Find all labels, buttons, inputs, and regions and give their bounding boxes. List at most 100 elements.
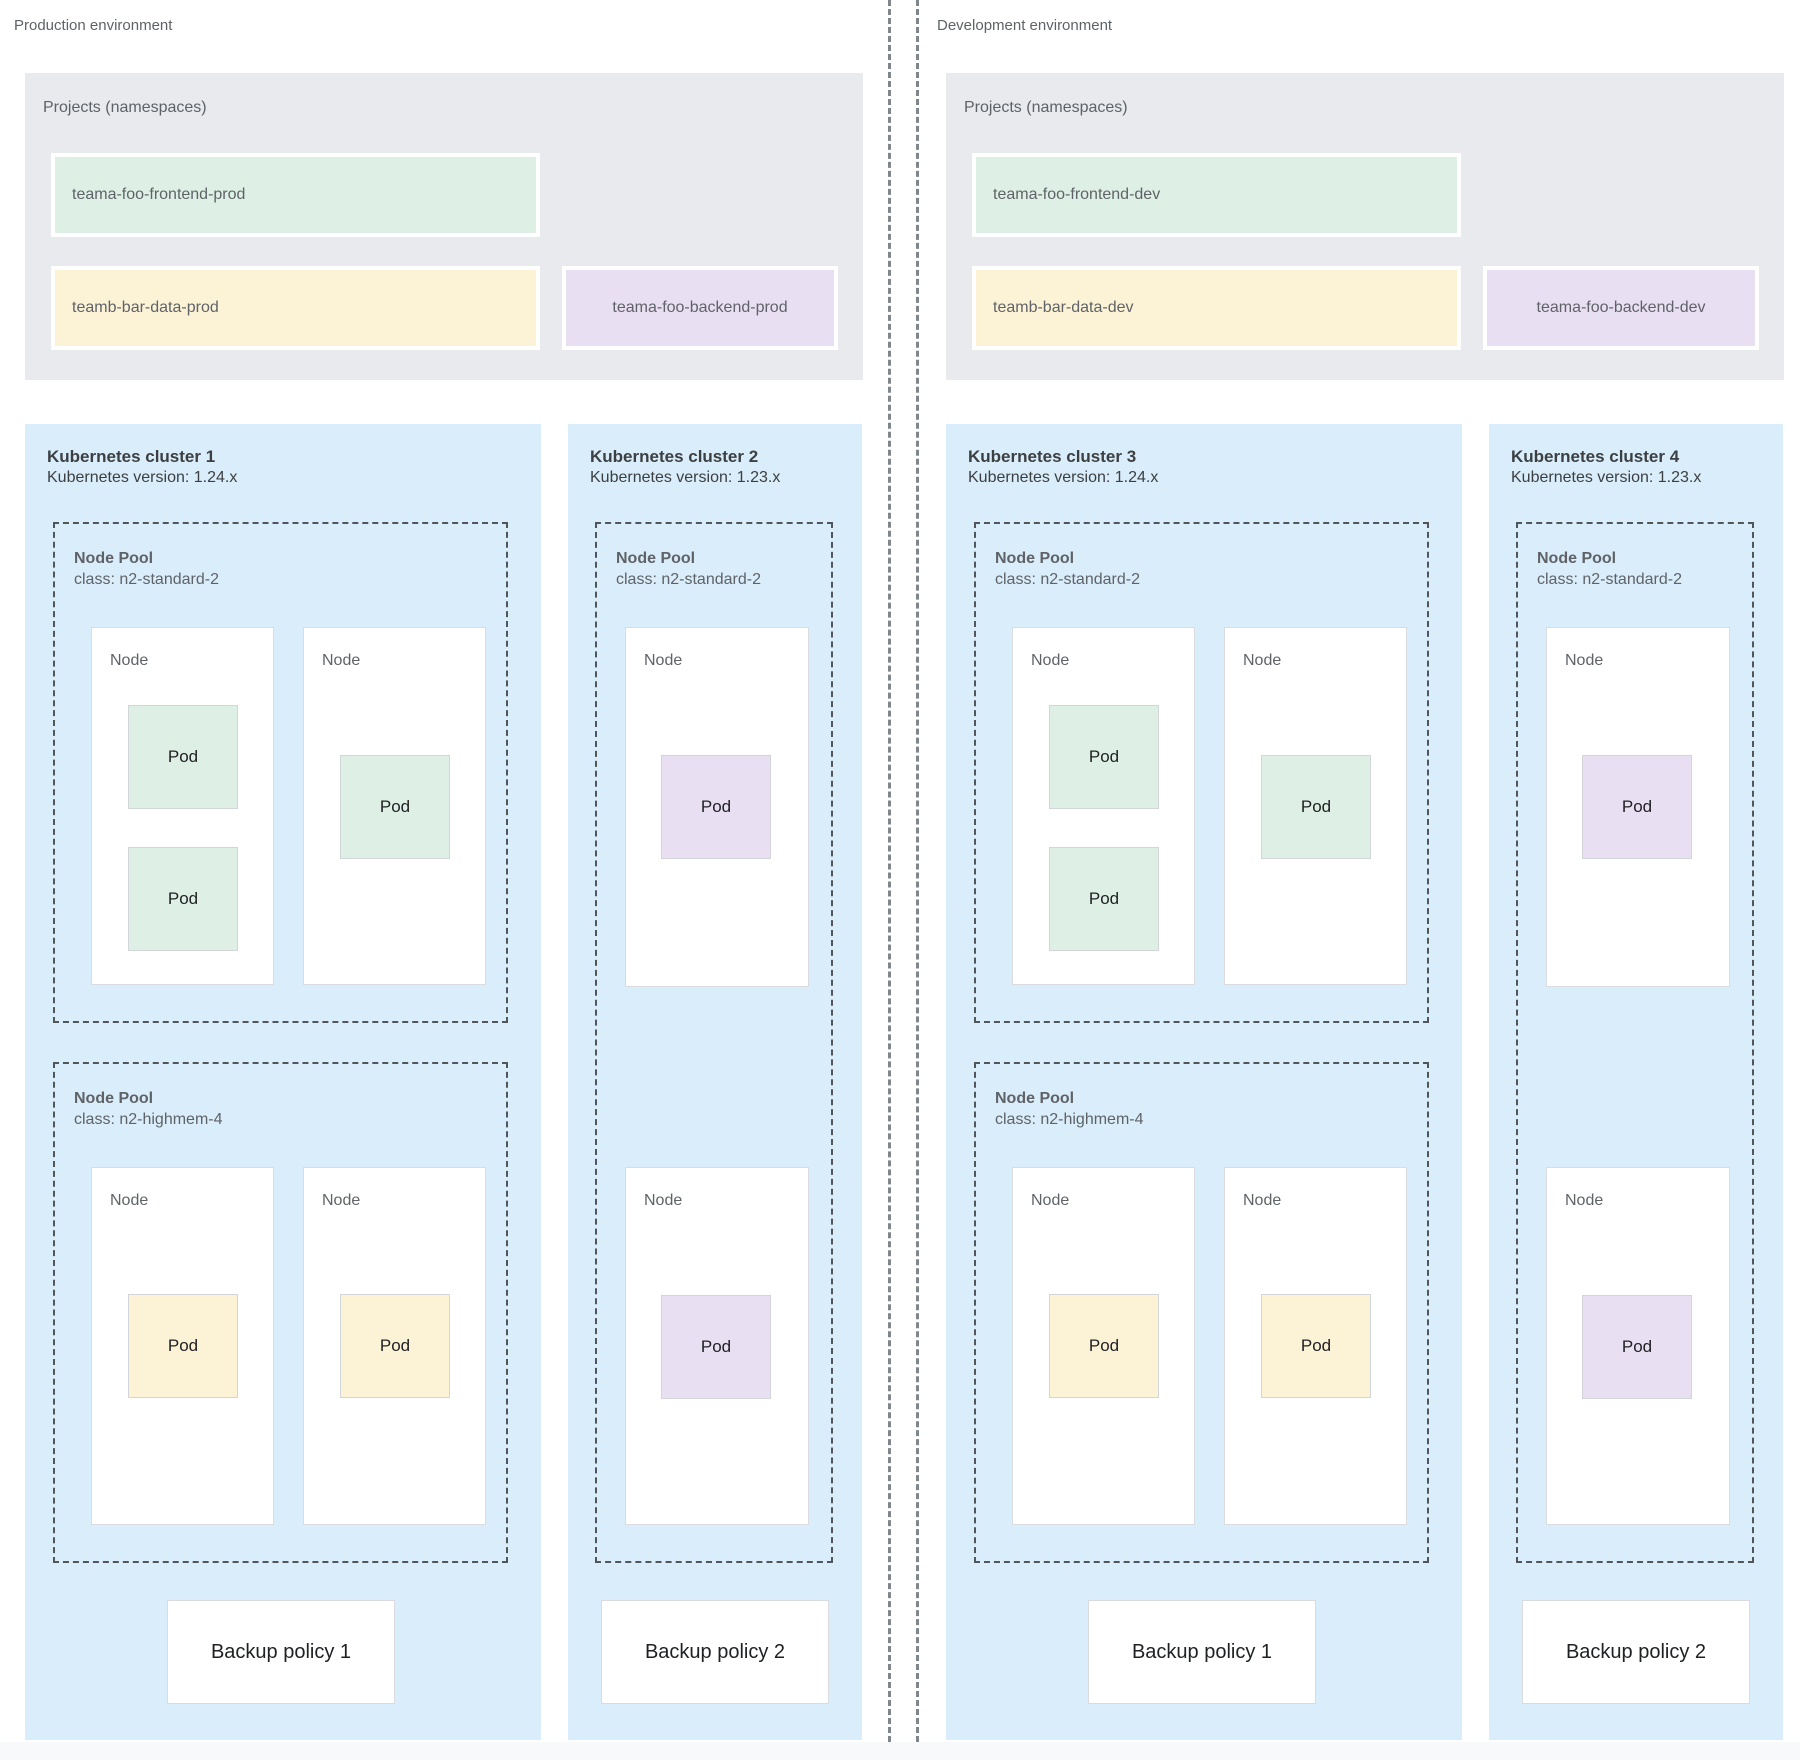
cluster-title: Kubernetes cluster 3: [968, 447, 1137, 466]
node-pool-header: Node Pool class: n2-standard-2: [995, 548, 1140, 590]
node-pool-class: class: n2-standard-2: [74, 571, 219, 588]
pod-box: Pod: [1582, 755, 1692, 859]
pod-box: Pod: [128, 1294, 238, 1398]
node-pool-title: Node Pool: [995, 550, 1075, 567]
cluster-version: Kubernetes version: 1.24.x: [47, 469, 238, 486]
node-label: Node: [644, 1192, 683, 1209]
kubernetes-cluster-4: Kubernetes cluster 4 Kubernetes version:…: [1489, 424, 1783, 1740]
node-box: Node Pod: [625, 1167, 809, 1525]
namespace-label: teamb-bar-data-prod: [72, 299, 219, 316]
backup-policy-box: Backup policy 2: [1522, 1600, 1750, 1704]
node-pool-header: Node Pool class: n2-standard-2: [616, 548, 761, 590]
namespace-box-frontend: teama-foo-frontend-dev: [972, 153, 1461, 237]
namespace-label: teama-foo-backend-prod: [612, 299, 788, 316]
cluster-header: Kubernetes cluster 1 Kubernetes version:…: [47, 446, 237, 488]
pod-box: Pod: [340, 1294, 450, 1398]
pod-box: Pod: [1049, 847, 1159, 951]
node-box: Node Pod: [625, 627, 809, 987]
environment-divider-left: [888, 0, 891, 1760]
node-pool: Node Pool class: n2-standard-2 Node Pod …: [1516, 522, 1754, 1563]
cluster-version: Kubernetes version: 1.24.x: [968, 469, 1159, 486]
development-environment: Projects (namespaces) teama-foo-frontend…: [946, 0, 1784, 1760]
pod-box: Pod: [128, 847, 238, 951]
node-label: Node: [110, 1192, 149, 1209]
cluster-title: Kubernetes cluster 4: [1511, 447, 1680, 466]
namespace-box-backend: teama-foo-backend-dev: [1483, 266, 1759, 350]
cluster-version: Kubernetes version: 1.23.x: [1511, 469, 1702, 486]
node-label: Node: [1243, 652, 1282, 669]
node-box: Node Pod: [1224, 1167, 1407, 1525]
node-label: Node: [1031, 1192, 1070, 1209]
backup-policy-box: Backup policy 2: [601, 1600, 829, 1704]
pod-box: Pod: [1582, 1295, 1692, 1399]
namespace-box-frontend: teama-foo-frontend-prod: [51, 153, 540, 237]
projects-title: Projects (namespaces): [964, 99, 1128, 116]
node-pool-title: Node Pool: [74, 550, 154, 567]
cluster-header: Kubernetes cluster 3 Kubernetes version:…: [968, 446, 1158, 488]
node-box: Node Pod: [1546, 627, 1730, 987]
node-box: Node Pod: [1546, 1167, 1730, 1525]
pod-box: Pod: [661, 1295, 771, 1399]
node-box: Node Pod: [91, 1167, 274, 1525]
projects-box: Projects (namespaces) teama-foo-frontend…: [946, 73, 1784, 380]
environment-divider-right: [916, 0, 919, 1760]
node-pool: Node Pool class: n2-standard-2 Node Pod …: [53, 522, 508, 1023]
node-pool-class: class: n2-standard-2: [1537, 571, 1682, 588]
node-pool-class: class: n2-highmem-4: [74, 1111, 223, 1128]
production-environment: Projects (namespaces) teama-foo-frontend…: [25, 0, 863, 1760]
namespace-box-data: teamb-bar-data-prod: [51, 266, 540, 350]
pod-box: Pod: [1261, 755, 1371, 859]
node-label: Node: [110, 652, 149, 669]
development-environment-label: Development environment: [937, 17, 1113, 34]
node-box: Node Pod: [303, 1167, 486, 1525]
node-label: Node: [322, 1192, 361, 1209]
namespace-label: teama-foo-frontend-prod: [72, 186, 246, 203]
node-label: Node: [1243, 1192, 1282, 1209]
node-box: Node Pod: [1224, 627, 1407, 985]
node-pool-title: Node Pool: [74, 1090, 154, 1107]
namespace-box-data: teamb-bar-data-dev: [972, 266, 1461, 350]
node-pool-header: Node Pool class: n2-highmem-4: [74, 1088, 223, 1130]
cluster-version: Kubernetes version: 1.23.x: [590, 469, 781, 486]
projects-box: Projects (namespaces) teama-foo-frontend…: [25, 73, 863, 380]
node-pool-class: class: n2-standard-2: [616, 571, 761, 588]
node-label: Node: [322, 652, 361, 669]
namespace-label: teamb-bar-data-dev: [993, 299, 1134, 316]
backup-policy-box: Backup policy 1: [1088, 1600, 1316, 1704]
node-pool: Node Pool class: n2-standard-2 Node Pod …: [974, 522, 1429, 1023]
kubernetes-cluster-3: Kubernetes cluster 3 Kubernetes version:…: [946, 424, 1462, 1740]
namespace-label: teama-foo-backend-dev: [1536, 299, 1706, 316]
node-pool-class: class: n2-standard-2: [995, 571, 1140, 588]
node-box: Node Pod: [1012, 1167, 1195, 1525]
node-pool-title: Node Pool: [616, 550, 696, 567]
cluster-title: Kubernetes cluster 1: [47, 447, 216, 466]
pod-box: Pod: [1261, 1294, 1371, 1398]
backup-policy-box: Backup policy 1: [167, 1600, 395, 1704]
node-pool-header: Node Pool class: n2-standard-2: [74, 548, 219, 590]
node-box: Node Pod Pod: [1012, 627, 1195, 985]
cluster-header: Kubernetes cluster 2 Kubernetes version:…: [590, 446, 780, 488]
node-pool: Node Pool class: n2-standard-2 Node Pod …: [595, 522, 833, 1563]
pod-box: Pod: [1049, 1294, 1159, 1398]
pod-box: Pod: [1049, 705, 1159, 809]
node-box: Node Pod Pod: [91, 627, 274, 985]
pod-box: Pod: [340, 755, 450, 859]
projects-title: Projects (namespaces): [43, 99, 207, 116]
cluster-header: Kubernetes cluster 4 Kubernetes version:…: [1511, 446, 1701, 488]
node-pool: Node Pool class: n2-highmem-4 Node Pod N…: [974, 1062, 1429, 1563]
node-pool-header: Node Pool class: n2-standard-2: [1537, 548, 1682, 590]
pod-box: Pod: [661, 755, 771, 859]
footer-strip: [0, 1742, 1800, 1760]
node-box: Node Pod: [303, 627, 486, 985]
kubernetes-cluster-1: Kubernetes cluster 1 Kubernetes version:…: [25, 424, 541, 1740]
node-label: Node: [1565, 652, 1604, 669]
node-label: Node: [1565, 1192, 1604, 1209]
pod-box: Pod: [128, 705, 238, 809]
namespace-label: teama-foo-frontend-dev: [993, 186, 1161, 203]
node-pool: Node Pool class: n2-highmem-4 Node Pod N…: [53, 1062, 508, 1563]
node-pool-header: Node Pool class: n2-highmem-4: [995, 1088, 1144, 1130]
node-pool-title: Node Pool: [1537, 550, 1617, 567]
node-pool-class: class: n2-highmem-4: [995, 1111, 1144, 1128]
cluster-title: Kubernetes cluster 2: [590, 447, 759, 466]
